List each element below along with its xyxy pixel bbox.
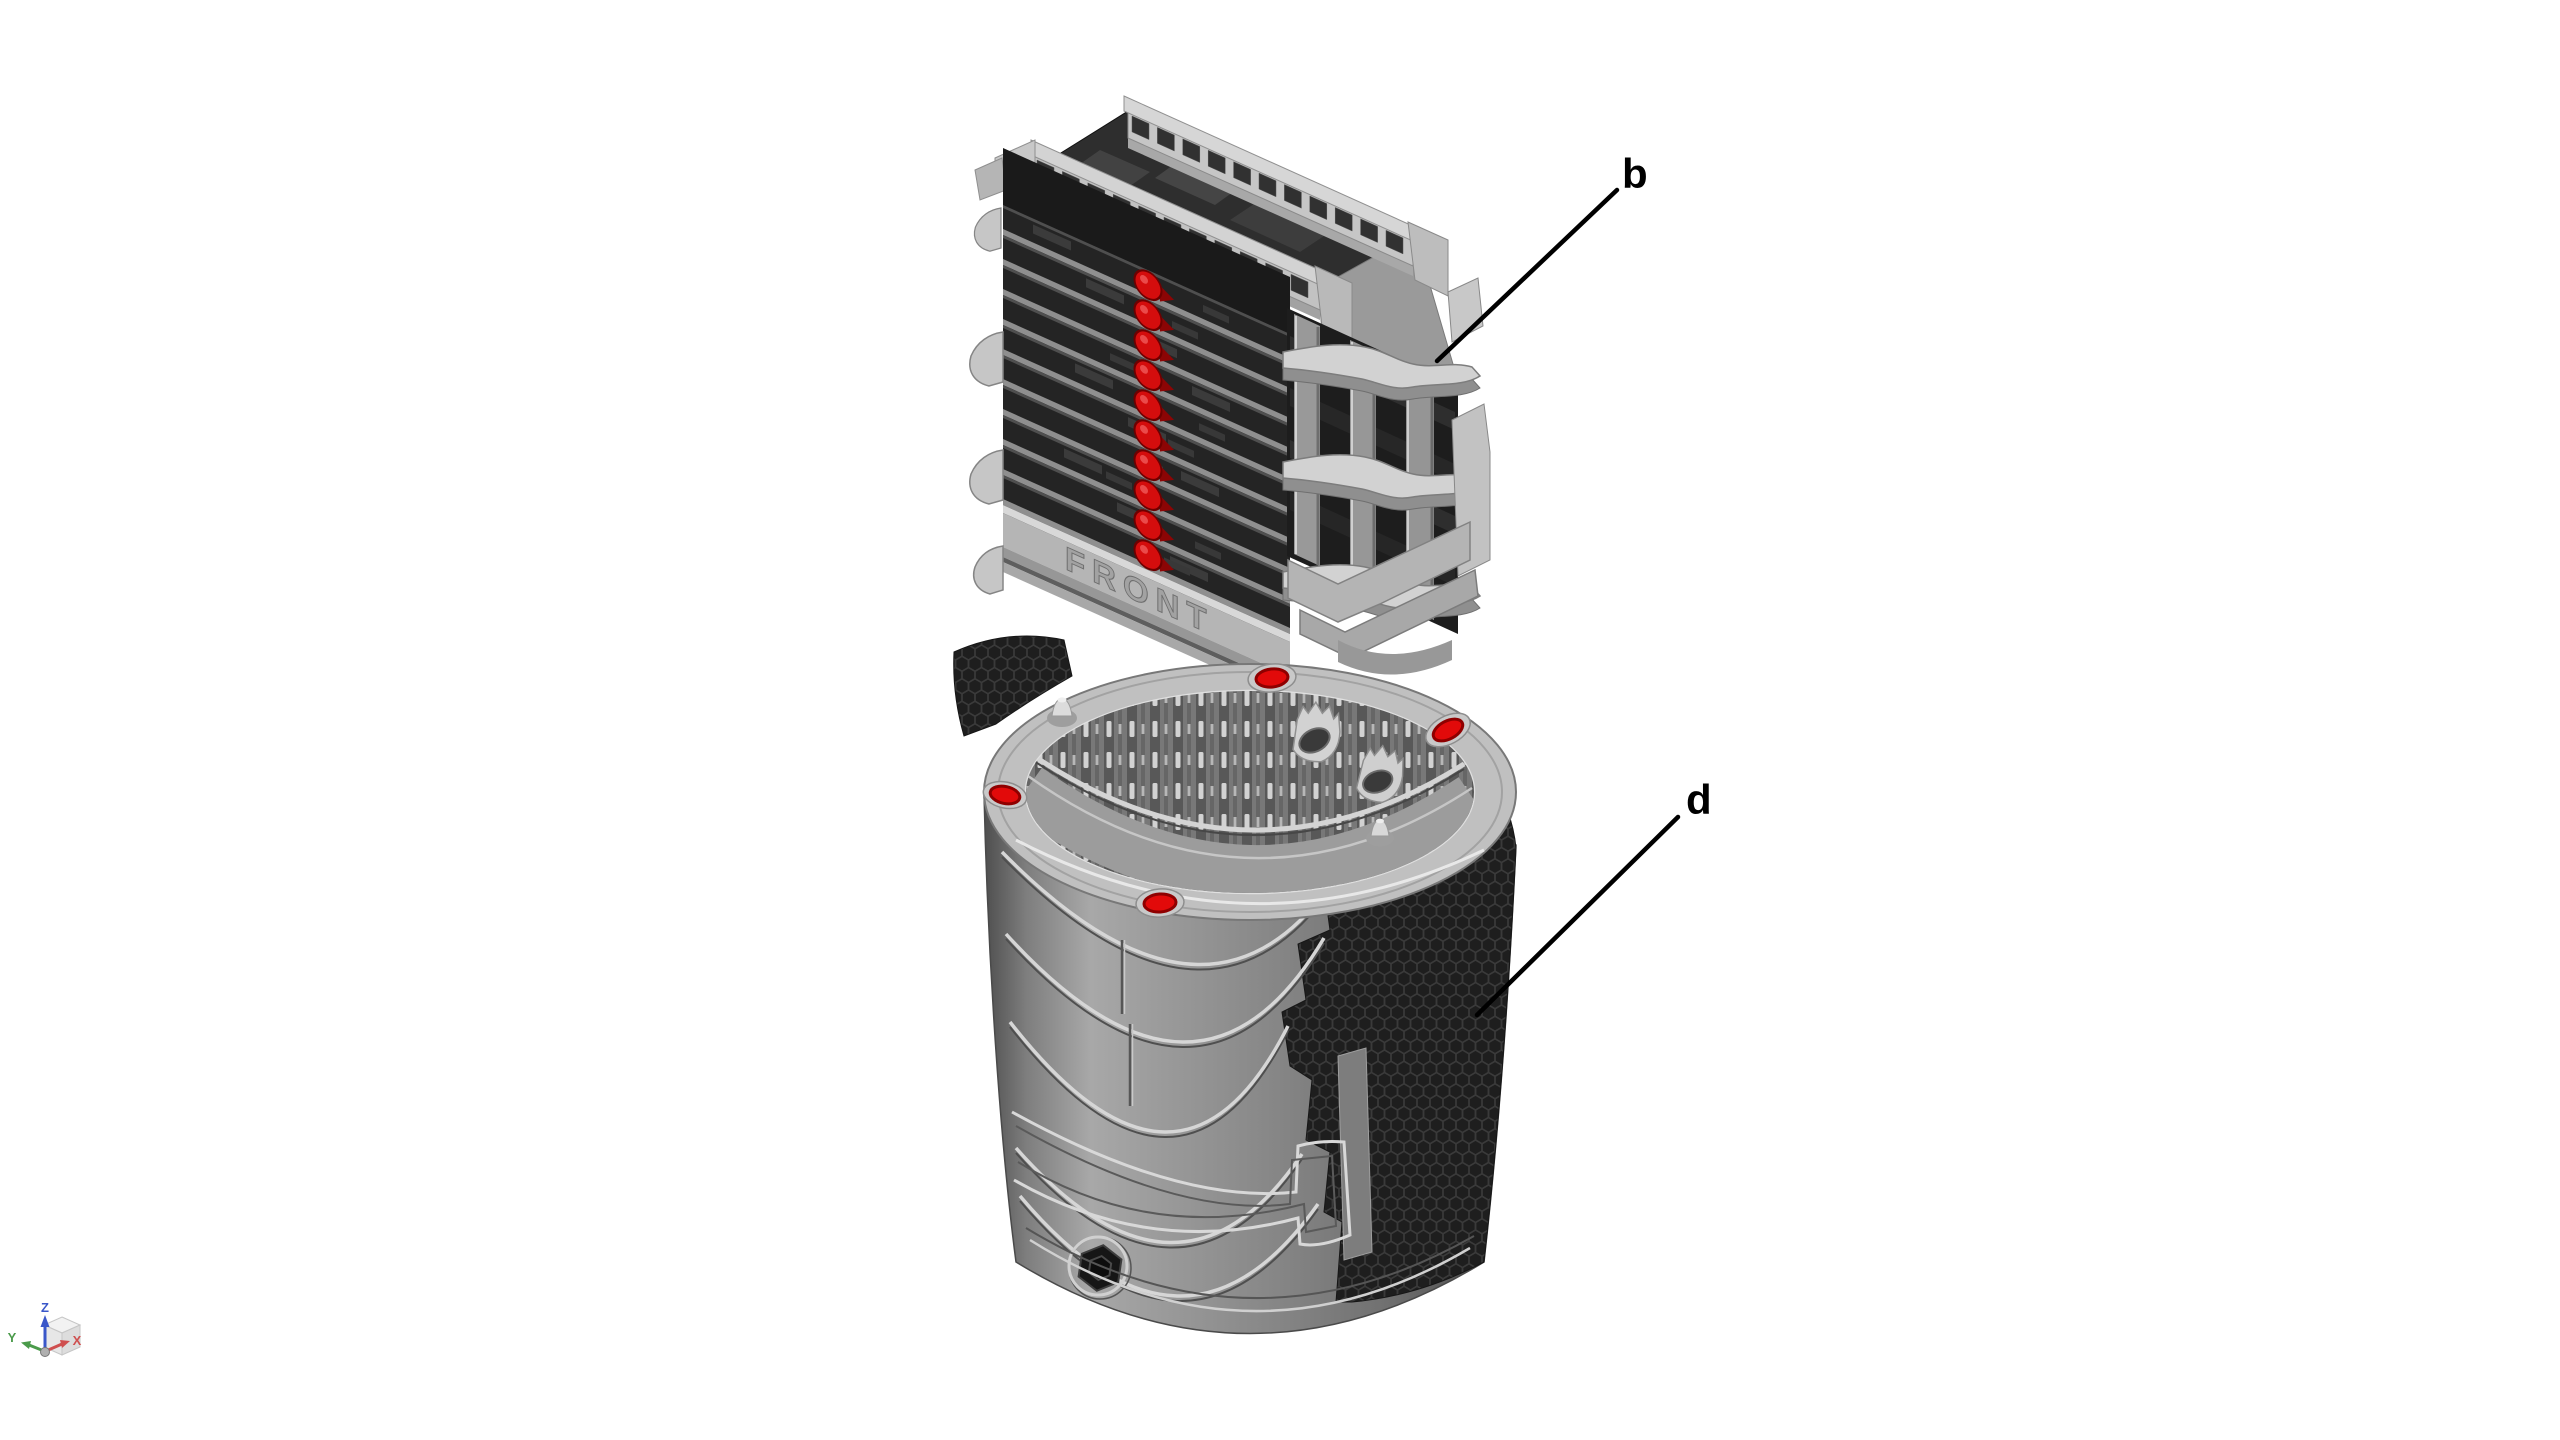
knob-highlight [1140, 304, 1148, 314]
mesh-gap-strip [1337, 1047, 1373, 1261]
callout-b: b [1434, 150, 1648, 364]
knob-cone [1160, 315, 1174, 332]
rail-window [1182, 138, 1201, 163]
rim-marker [1425, 712, 1471, 748]
stack-plate-tab [1106, 471, 1132, 490]
z-axis-label: Z [41, 1300, 49, 1315]
rail-window [1360, 218, 1378, 243]
knob-highlight [1140, 514, 1148, 524]
callout-label-b: b [1622, 150, 1648, 197]
knob-cone [1160, 465, 1174, 482]
rail-window [1290, 273, 1309, 299]
y-axis-label: Y [8, 1330, 17, 1345]
stack-bracket [1282, 343, 1482, 401]
stack-plate-tab [1033, 224, 1071, 251]
knob-highlight [1140, 484, 1148, 494]
rail-window [1131, 115, 1150, 140]
rim-marker [1247, 663, 1297, 693]
knob-highlight [1140, 274, 1148, 284]
knob-cone [1160, 285, 1174, 302]
axis-triad[interactable]: Y X Z [8, 1300, 82, 1357]
plate-stack-model: FRONT [969, 95, 1491, 701]
stack-plate-tab [1172, 320, 1198, 340]
stack-foot [1287, 520, 1471, 623]
rim-highlight [1015, 838, 1485, 906]
knob-cone [1160, 405, 1174, 422]
stack-knob-column [1133, 269, 1174, 572]
leader-line-b [1434, 187, 1620, 364]
stack-left-face: FRONT [1003, 148, 1290, 701]
knob-cone [1160, 555, 1174, 572]
stack-top-block [1230, 200, 1330, 252]
z-axis-arrow: Z [40, 1300, 50, 1350]
stack-plate-tab [1110, 353, 1136, 372]
knob-cone [1160, 495, 1174, 512]
knob-cone [1160, 525, 1174, 542]
stack-plate-tab [1199, 423, 1225, 442]
knob-highlight [1140, 334, 1148, 344]
rim-dome [1047, 697, 1077, 727]
rail-window [1207, 149, 1226, 175]
knob-highlight [1140, 544, 1148, 554]
mesh-back-left [953, 635, 1073, 737]
rail-window [1284, 184, 1302, 209]
leader-line-d [1474, 814, 1681, 1018]
stack-plate-tab [1168, 439, 1194, 458]
knob-highlight [1140, 364, 1148, 374]
triad-origin [40, 1347, 50, 1357]
claw-clip [1292, 700, 1341, 763]
knob-cone [1160, 435, 1174, 452]
rail-window [1157, 127, 1175, 152]
knob-highlight [1140, 454, 1148, 464]
claw-clip [1355, 744, 1404, 804]
rail-window [1309, 195, 1328, 220]
bottom-ring [1029, 1238, 1471, 1313]
knob-cone [1160, 345, 1174, 362]
callout-label-d: d [1686, 776, 1712, 823]
stack-top-block [1080, 150, 1150, 186]
rim-dome [1366, 818, 1394, 847]
x-axis-label: X [73, 1333, 82, 1348]
rail-window [1385, 229, 1404, 255]
rail-window [1334, 207, 1353, 232]
knob-highlight [1140, 424, 1148, 434]
stack-plate-tab [1203, 304, 1229, 324]
stack-plate-tab [1164, 557, 1190, 577]
stack-plate-tab [1195, 541, 1221, 560]
stack-plate-tab [1192, 385, 1230, 413]
bottom-ring [1025, 1227, 1475, 1300]
rim-marker [982, 780, 1028, 810]
stack-plate-tab [1086, 278, 1124, 305]
knob-cone [1160, 375, 1174, 392]
stack-plate-tab [1075, 363, 1113, 390]
handle-recess [1011, 1110, 1352, 1247]
stack-plate-tab [1181, 470, 1219, 498]
rail-window [1258, 172, 1277, 198]
stack-foot [1338, 640, 1452, 675]
stack-plate-tab [1064, 448, 1102, 475]
stack-right-frame [1282, 277, 1491, 675]
rim-marker [1135, 888, 1185, 918]
stack-top-block [1155, 160, 1240, 205]
stack-foot [1299, 568, 1479, 659]
stack-left-wings [969, 207, 1004, 595]
knob-highlight [1140, 394, 1148, 404]
stack-rail-far [1123, 95, 1449, 297]
rail-window [1233, 161, 1251, 186]
body-seams [1120, 940, 1134, 1106]
basket-model [953, 635, 1517, 1335]
callout-d: d [1474, 776, 1712, 1018]
